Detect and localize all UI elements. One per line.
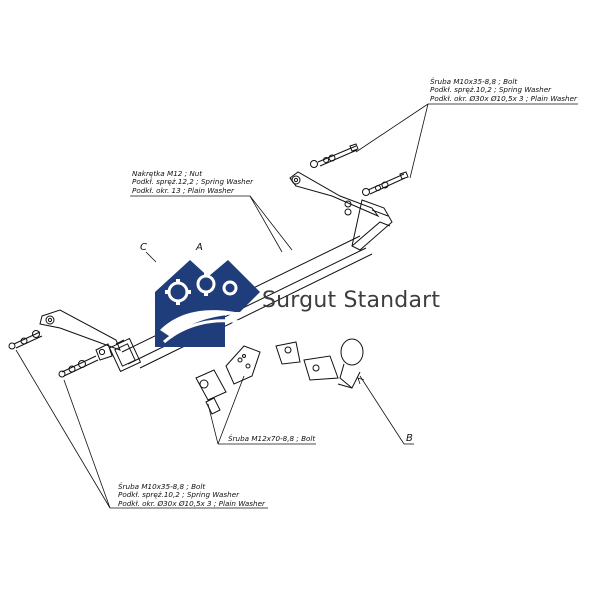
part-letter-c: C xyxy=(140,242,147,253)
tow-ball-mount xyxy=(195,341,339,415)
left-mounting-bracket xyxy=(39,309,121,361)
part-letter-a: A xyxy=(196,242,203,253)
brand-name: Surgut Standart xyxy=(262,288,441,313)
bolt-set-left xyxy=(8,330,99,378)
callout-line: Podkł. okr. 13 ; Plain Washer xyxy=(132,185,235,195)
callout-nut-group: Nakrętka M12 ; Nut Podkł. spręż.12,2 ; S… xyxy=(132,169,254,195)
part-letter-b: B xyxy=(406,433,413,444)
callout-bolt-top-right: Śruba M10x35-8,8 ; Bolt Podkł. spręż.10,… xyxy=(430,77,577,103)
callout-line: Nakrętka M12 ; Nut xyxy=(132,169,203,178)
callout-line: Śruba M10x35-8,8 ; Bolt xyxy=(430,77,518,86)
callout-line: Podkł. spręż.12,2 ; Spring Washer xyxy=(132,177,254,187)
surgut-standart-logo xyxy=(155,260,260,347)
callout-line: Podkł. okr. Ø30x Ø10,5x 3 ; Plain Washer xyxy=(118,498,265,508)
right-mounting-bracket xyxy=(289,171,393,251)
callout-line: Śruba M12x70-8,8 ; Bolt xyxy=(228,434,316,443)
callout-line: Podkł. spręż.10,2 ; Spring Washer xyxy=(430,85,552,95)
callout-line: Śruba M10x35-8,8 ; Bolt xyxy=(118,482,206,491)
bolt-set-top xyxy=(310,143,409,196)
callout-line: Podkł. spręż.10,2 ; Spring Washer xyxy=(118,490,240,500)
callout-bolt-bottom-left: Śruba M10x35-8,8 ; Bolt Podkł. spręż.10,… xyxy=(118,482,265,508)
callout-bolt-m12: Śruba M12x70-8,8 ; Bolt xyxy=(228,434,316,443)
tow-ball xyxy=(337,338,364,389)
callout-line: Podkł. okr. Ø30x Ø10,5x 3 ; Plain Washer xyxy=(430,93,577,103)
